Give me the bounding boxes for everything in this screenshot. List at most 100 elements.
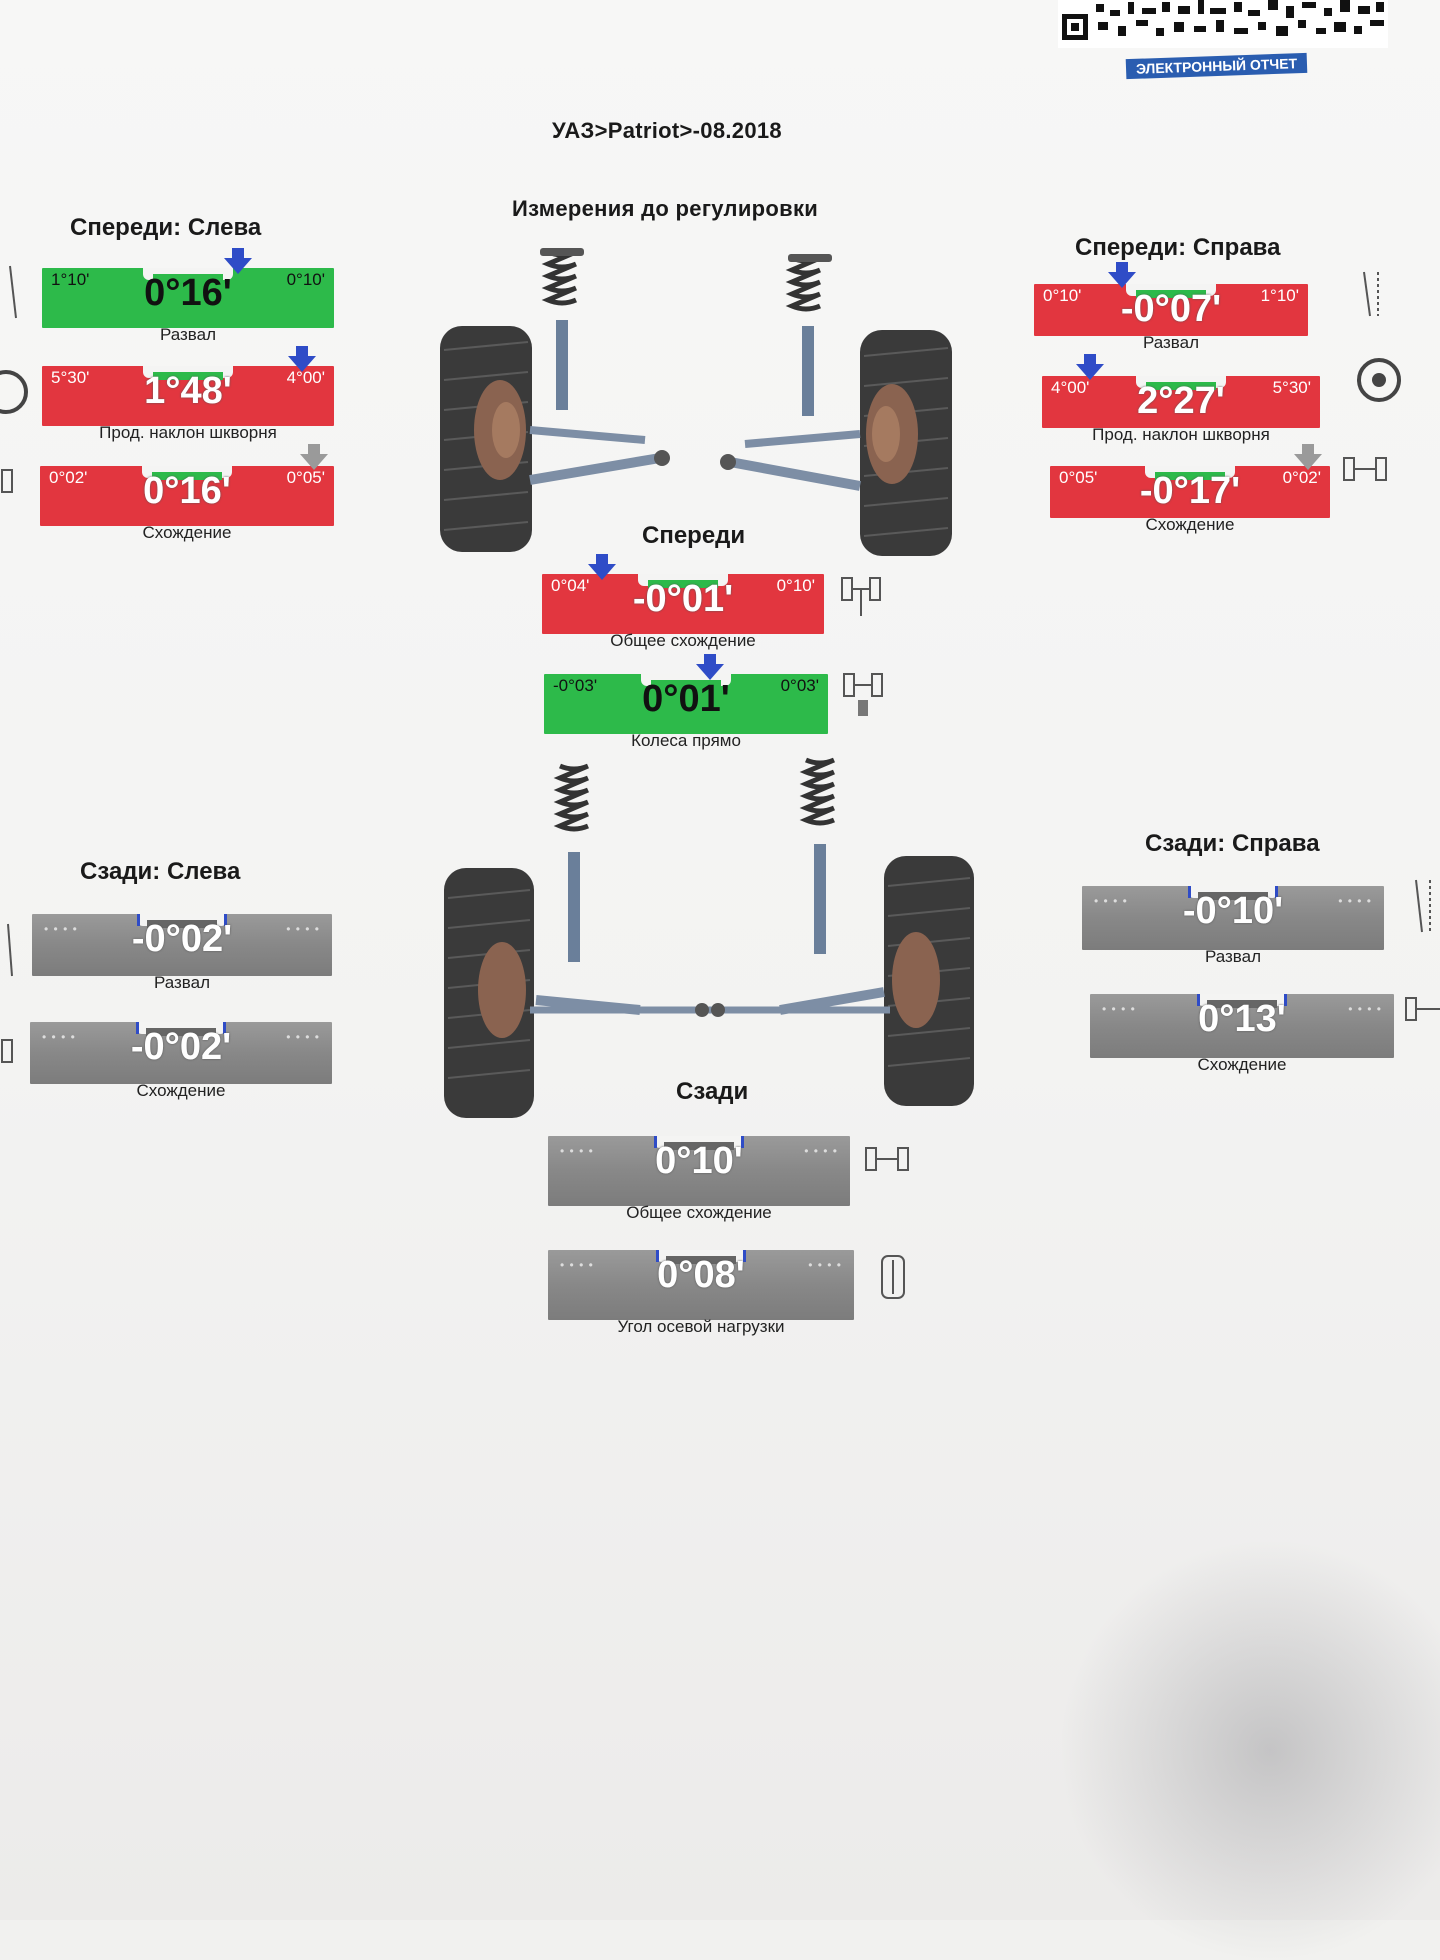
gauge-label: Развал	[153, 973, 211, 992]
gauge-rear-left-camber: • • • • • • • • -0°02' Развал	[32, 900, 332, 992]
gauge-max: 0°03'	[780, 676, 819, 695]
gauge-min: 5°30'	[51, 368, 90, 387]
marker-arrow-icon	[300, 444, 328, 470]
gauge-value: -0°01'	[632, 578, 734, 620]
scale-dots: • • • •	[286, 1030, 320, 1044]
gauge-value: -0°07'	[1120, 288, 1222, 330]
gauge-min: 0°10'	[1043, 286, 1082, 305]
gauge-value: 0°16'	[143, 470, 231, 512]
gauge-front-left-toe: 0°02' 0°05' 0°16' Схождение	[40, 452, 334, 542]
marker-arrow-icon	[1108, 262, 1136, 288]
section-rear: Сзади	[676, 1078, 749, 1105]
gauge-min: 4°00'	[1051, 378, 1090, 397]
marker-arrow-icon	[696, 654, 724, 680]
scale-dots: • • • •	[42, 1030, 76, 1044]
section-front: Спереди	[642, 522, 746, 549]
section-front-left: Спереди: Слева	[70, 214, 262, 241]
gauge-value: 0°13'	[1198, 998, 1286, 1040]
marker-arrow-icon	[224, 248, 252, 274]
gauge-label: Развал	[159, 325, 217, 344]
gauge-value: 0°01'	[642, 678, 730, 720]
gauge-rear-right-toe: • • • • • • • • 0°13' Схождение	[1090, 980, 1394, 1074]
rear-camber-icon	[1415, 879, 1431, 933]
gauge-value: 0°08'	[657, 1254, 745, 1296]
gauge-min: -0°03'	[553, 676, 598, 695]
caster-icon	[1357, 358, 1401, 402]
gauge-label: Общее схождение	[626, 1203, 772, 1222]
gauge-label: Схождение	[1197, 1055, 1287, 1074]
caster-left-icon	[0, 370, 28, 414]
gauge-front-left-camber: 1°10' 0°10' 0°16' Развал	[42, 254, 334, 344]
scale-dots: • • • •	[804, 1144, 838, 1158]
scale-dots: • • • •	[1338, 894, 1372, 908]
toe-diagram-icon	[841, 577, 881, 616]
gauge-rear-right-camber: • • • •• • • • -0°10' Развал	[1082, 872, 1384, 966]
section-rear-right: Сзади: Справа	[1145, 830, 1320, 857]
rear-suspension-diagram	[444, 757, 974, 1118]
section-front-right: Спереди: Справа	[1075, 234, 1281, 261]
thrust-angle-icon	[881, 1255, 905, 1299]
gauge-value: 1°48'	[144, 370, 232, 412]
gauge-value: 0°16'	[144, 272, 232, 314]
front-suspension-diagram	[440, 248, 952, 556]
gauge-value: -0°02'	[130, 1026, 232, 1068]
gauge-rear-total-toe: • • • • • • • • 0°10' Общее схождение	[548, 1122, 850, 1222]
rear-toe-left-icon	[1, 1039, 13, 1063]
gauge-front-total-toe: 0°04' 0°10' -0°01' Общее схождение	[542, 560, 824, 650]
scale-dots: • • • •	[808, 1258, 842, 1272]
gauge-front-right-toe: 0°05' 0°02' -0°17' Схождение	[1050, 452, 1330, 534]
scale-dots: • • • •	[560, 1144, 594, 1158]
rear-toe-right-icon	[1405, 997, 1440, 1021]
scale-dots: • • • •	[1348, 1002, 1382, 1016]
straight-wheels-icon	[843, 673, 883, 716]
vehicle-title: УАЗ>Patriot>-08.2018	[552, 118, 782, 143]
gauge-max: 0°10'	[776, 576, 815, 595]
gauge-max: 0°10'	[286, 270, 325, 289]
gauge-value: 0°10'	[655, 1140, 743, 1182]
camber-left-icon	[9, 265, 17, 319]
gauge-front-straight: -0°03' 0°03' 0°01' Колеса прямо	[544, 660, 828, 750]
rear-camber-left-icon	[7, 923, 13, 977]
scale-dots: • • • •	[560, 1258, 594, 1272]
gauge-label: Колеса прямо	[631, 731, 741, 750]
gauge-label: Развал	[1142, 333, 1200, 352]
gauge-label: Схождение	[136, 1081, 226, 1100]
toe-left-icon	[1, 469, 13, 493]
gauge-front-right-camber: 0°10' 1°10' -0°07' Развал	[1034, 270, 1308, 352]
scale-dots: • • • •	[44, 922, 78, 936]
camber-icon	[1363, 271, 1379, 317]
gauge-front-right-caster: 4°00' 5°30' 2°27' Прод. наклон шкворня	[1042, 362, 1320, 444]
gauge-value: -0°17'	[1139, 470, 1241, 512]
gauge-label: Схождение	[1145, 515, 1235, 534]
gauge-value: 2°27'	[1137, 380, 1225, 422]
gauge-label: Прод. наклон шкворня	[99, 423, 277, 442]
gauge-max: 4°00'	[286, 368, 325, 387]
gauge-thrust-angle: • • • • • • • • 0°08' Угол осевой нагрузк…	[548, 1236, 854, 1336]
gauge-value: -0°10'	[1182, 890, 1284, 932]
gauge-max: 0°05'	[286, 468, 325, 487]
section-rear-left: Сзади: Слева	[80, 858, 241, 885]
gauge-label: Угол осевой нагрузки	[617, 1317, 785, 1336]
gauge-rear-left-toe: • • • • • • • • -0°02' Схождение	[30, 1008, 332, 1100]
marker-arrow-icon	[1294, 444, 1322, 470]
scale-dots: • • • •	[286, 922, 320, 936]
qr-code-icon	[1058, 0, 1388, 48]
rear-toe-icon	[865, 1147, 909, 1171]
measurements-title: Измерения до регулировки	[512, 196, 819, 221]
gauge-label: Общее схождение	[610, 631, 756, 650]
gauge-label: Схождение	[142, 523, 232, 542]
scale-dots: • • • •	[1102, 1002, 1136, 1016]
gauge-min: 1°10'	[51, 270, 90, 289]
gauge-max: 1°10'	[1260, 286, 1299, 305]
marker-arrow-icon	[288, 346, 316, 372]
gauge-label: Развал	[1204, 947, 1262, 966]
gauge-value: -0°02'	[131, 918, 233, 960]
gauge-front-left-caster: 5°30' 4°00' 1°48' Прод. наклон шкворня	[42, 352, 334, 442]
marker-arrow-icon	[588, 554, 616, 580]
gauge-min: 0°05'	[1059, 468, 1098, 487]
gauge-min: 0°02'	[49, 468, 88, 487]
gauge-max: 5°30'	[1272, 378, 1311, 397]
gauge-label: Прод. наклон шкворня	[1092, 425, 1270, 444]
toe-right-icon	[1343, 457, 1387, 481]
gauge-min: 0°04'	[551, 576, 590, 595]
